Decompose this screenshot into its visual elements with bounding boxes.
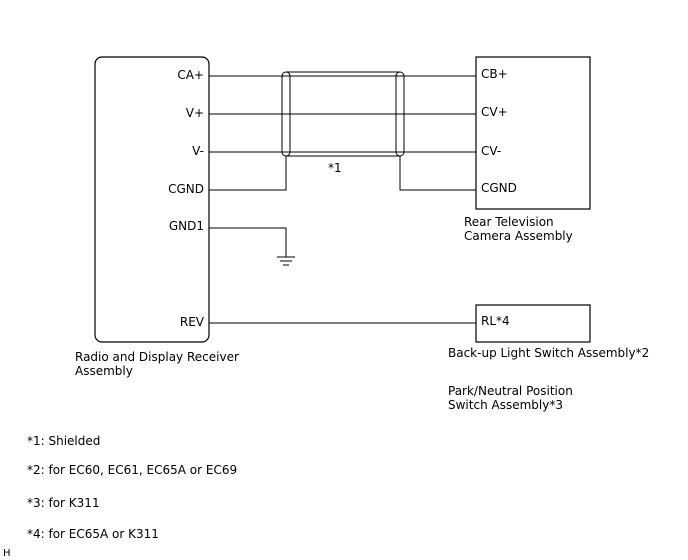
camera-box bbox=[475, 56, 591, 210]
pin-cv-plus: CV+ bbox=[481, 105, 508, 119]
pin-gnd1: GND1 bbox=[169, 219, 204, 233]
corner-mark: H bbox=[3, 548, 11, 559]
switch-box bbox=[475, 304, 591, 343]
pin-cgnd-camera: CGND bbox=[481, 181, 517, 195]
wire-cgnd-camera bbox=[399, 156, 476, 191]
camera-label-line1: Rear Television bbox=[464, 215, 554, 229]
note-4: *4: for EC65A or K311 bbox=[27, 527, 159, 541]
wire-cgnd-receiver bbox=[209, 156, 287, 191]
ground-icon bbox=[277, 256, 295, 266]
shield-marker: *1 bbox=[328, 161, 342, 175]
pin-cgnd-receiver: CGND bbox=[168, 182, 204, 196]
receiver-label-line1: Radio and Display Receiver bbox=[75, 350, 239, 364]
pin-cv-minus: CV- bbox=[481, 144, 501, 158]
receiver-box bbox=[94, 56, 210, 343]
receiver-label-line2: Assembly bbox=[75, 364, 133, 378]
pin-cb-plus: CB+ bbox=[481, 67, 508, 81]
pin-rl: RL*4 bbox=[481, 314, 510, 328]
camera-label-line2: Camera Assembly bbox=[464, 229, 573, 243]
note-2: *2: for EC60, EC61, EC65A or EC69 bbox=[27, 463, 237, 477]
pin-rev: REV bbox=[180, 315, 205, 329]
pin-v-minus: V- bbox=[192, 144, 204, 158]
note-3: *3: for K311 bbox=[27, 496, 100, 510]
pin-ca-plus: CA+ bbox=[177, 68, 204, 82]
switch-alt-label-line1: Park/Neutral Position bbox=[448, 384, 573, 398]
shield-enclosure bbox=[281, 71, 405, 157]
pin-v-plus: V+ bbox=[186, 106, 204, 120]
switch-alt-label-line2: Switch Assembly*3 bbox=[448, 398, 563, 412]
note-1: *1: Shielded bbox=[27, 434, 100, 448]
switch-label: Back-up Light Switch Assembly*2 bbox=[448, 346, 649, 360]
wire-gnd1 bbox=[209, 227, 287, 257]
